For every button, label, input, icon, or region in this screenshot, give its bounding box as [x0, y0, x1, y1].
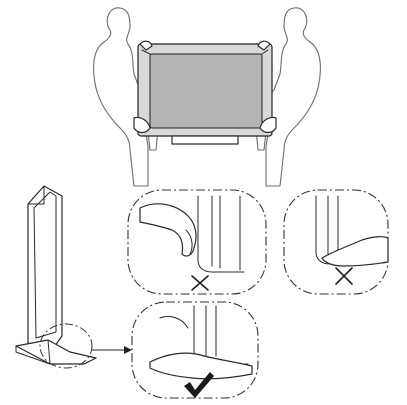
correct-grip-panel — [132, 302, 258, 398]
carried-tv-screen — [150, 54, 262, 128]
wrong-grip-side-panel — [284, 190, 388, 294]
arrow-head-icon — [124, 346, 132, 354]
carry-scene — [94, 8, 321, 186]
tv-side-view — [16, 186, 132, 368]
wrong-grip-front-panel — [128, 190, 266, 294]
carried-tv-stand — [172, 136, 238, 144]
